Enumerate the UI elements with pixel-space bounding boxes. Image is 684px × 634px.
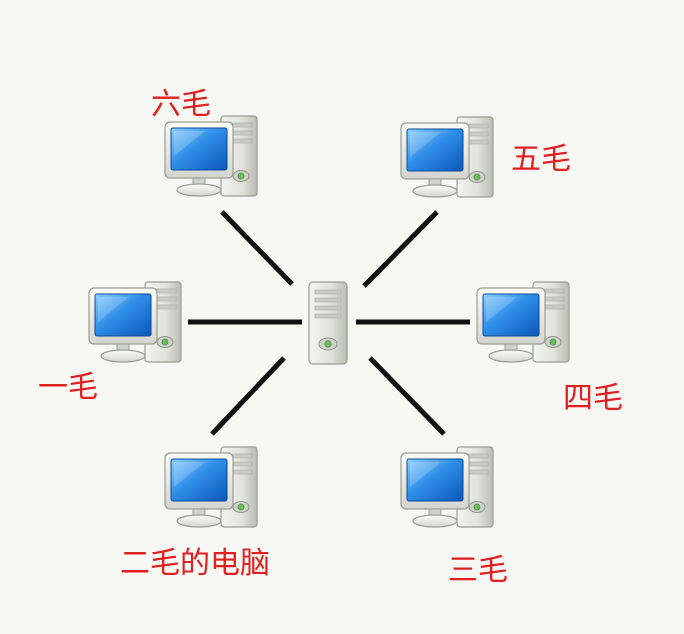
node-label-yi: 一毛 [38, 370, 98, 405]
node-label-liu: 六毛 [151, 87, 211, 122]
desktop-computer-icon-er[interactable] [164, 446, 258, 528]
links [188, 210, 470, 436]
desktop-computer-icon-si[interactable] [476, 281, 570, 363]
node-label-wu: 五毛 [511, 142, 571, 177]
link-er [210, 356, 286, 436]
desktop-computer-icon-wu[interactable] [400, 116, 494, 198]
desktop-computer-icon-san[interactable] [400, 446, 494, 528]
server-tower-icon[interactable] [308, 281, 348, 365]
node-label-si: 四毛 [563, 381, 623, 416]
link-wu [362, 210, 439, 288]
desktop-computer-icon-liu[interactable] [164, 115, 258, 197]
link-liu [220, 210, 294, 286]
node-label-er: 二毛的电脑 [120, 546, 270, 581]
desktop-computer-icon-yi[interactable] [88, 281, 182, 363]
link-san [368, 356, 446, 436]
node-label-san: 三毛 [448, 553, 508, 588]
